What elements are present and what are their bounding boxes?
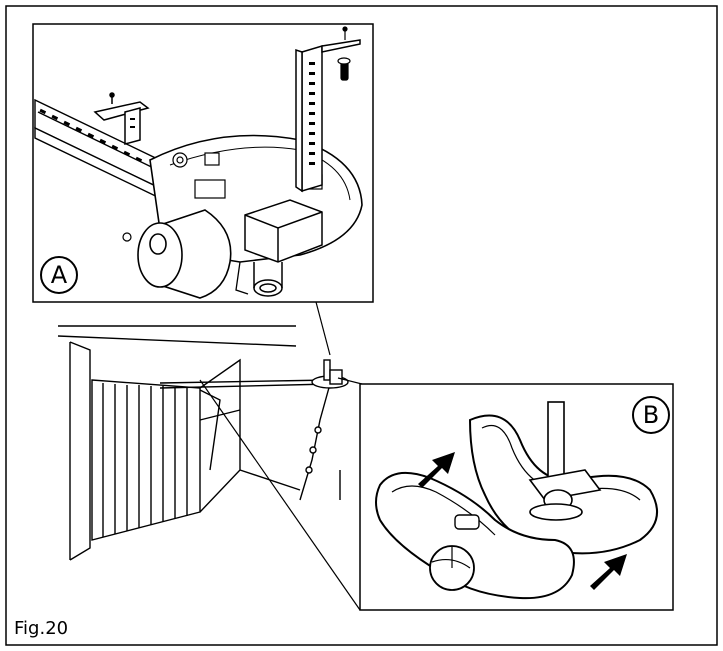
release-handle-left bbox=[375, 471, 575, 600]
ceiling-bracket-short bbox=[93, 92, 150, 145]
rail-chain bbox=[39, 108, 143, 163]
motor-cylinder bbox=[137, 209, 232, 299]
arrow-up-right-icon-2 bbox=[590, 554, 627, 590]
detail-a-leader bbox=[315, 301, 331, 356]
gearbox bbox=[244, 199, 323, 297]
figure-caption: Fig.20 bbox=[14, 618, 69, 639]
detail-b-leader-1 bbox=[199, 379, 361, 611]
garage-scene bbox=[57, 325, 349, 561]
figure-frame bbox=[5, 5, 718, 646]
callout-b-label: B bbox=[632, 396, 670, 434]
arrow-up-right-icon bbox=[418, 452, 455, 488]
detail-b-panel bbox=[359, 383, 674, 611]
detail-a-panel bbox=[32, 23, 374, 303]
callout-a-label: A bbox=[40, 256, 78, 294]
screw-icon bbox=[337, 26, 351, 81]
detail-b-leader-2 bbox=[337, 377, 363, 385]
ceiling-bracket-tall bbox=[295, 39, 361, 193]
